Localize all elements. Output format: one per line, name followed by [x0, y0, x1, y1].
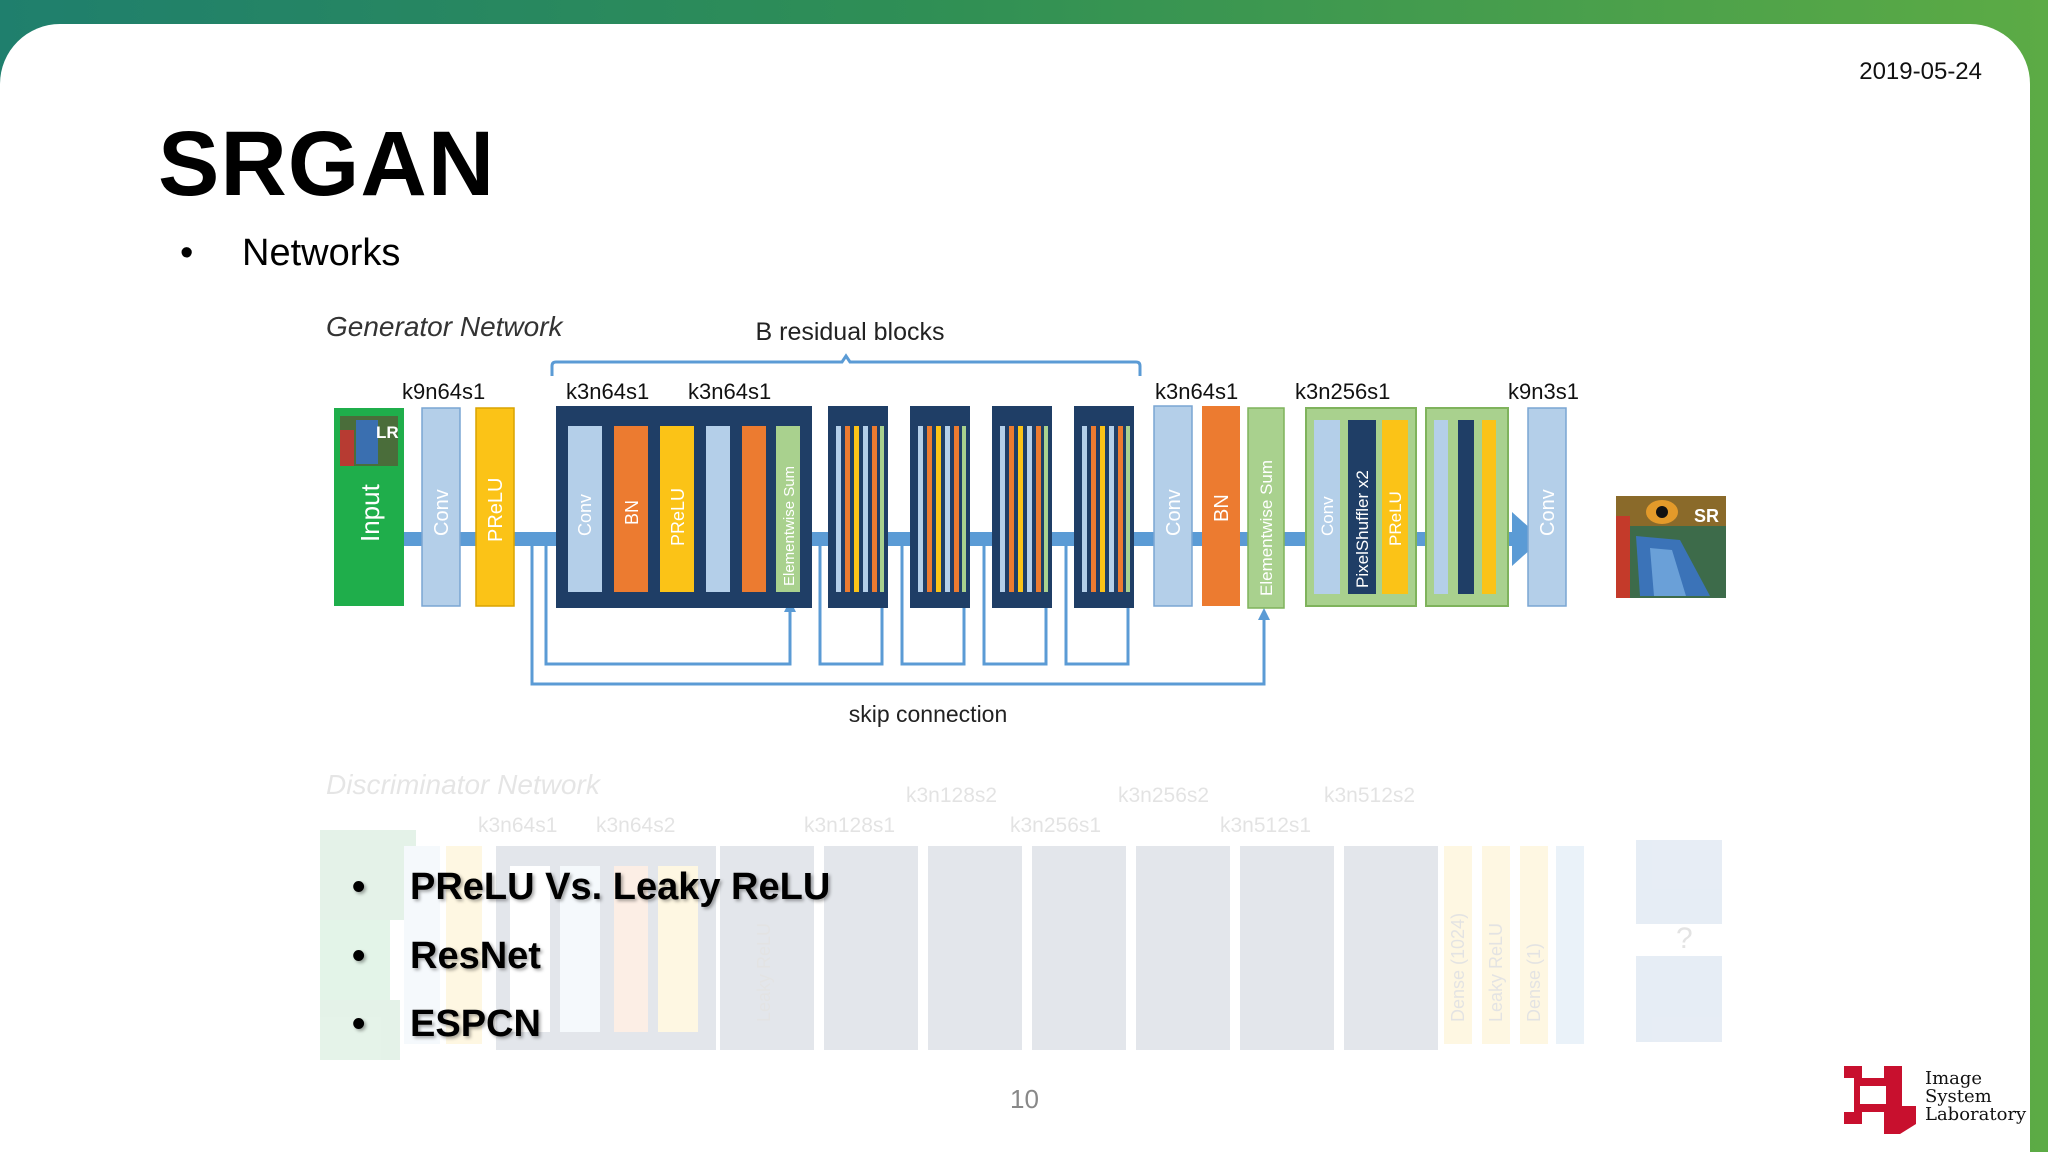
upsample2-pixelshuffler [1458, 420, 1474, 594]
disc-kernel-label: k3n256s1 [1010, 814, 1101, 837]
bullet-item: • PReLU Vs. Leaky ReLU [352, 866, 830, 909]
upsample-conv [1314, 420, 1340, 594]
res-conv-b [706, 426, 730, 592]
disc-kernel-label: k3n128s2 [906, 784, 997, 807]
isl-logo-icon [1844, 1066, 1916, 1134]
res-prelu-label: PReLU [668, 488, 688, 546]
residual-brace [550, 353, 1142, 376]
post-bn-layer [1202, 406, 1240, 606]
residual-skip-3 [900, 546, 966, 666]
post-conv-label: Conv [1163, 489, 1185, 536]
bullet-label: ESPCN [410, 1003, 541, 1045]
page-number: 10 [1010, 1084, 1039, 1114]
res-prelu [660, 426, 694, 592]
upsample-conv-label: Conv [1318, 496, 1337, 536]
output-sr-image [1616, 496, 1726, 598]
post-bn-label: BN [1211, 494, 1233, 522]
residual-blocks-label: B residual blocks [756, 318, 945, 346]
bullet-item: • ESPCN [352, 1003, 541, 1046]
input-layer-label: Input [355, 483, 385, 542]
pixelshuffler-label: PixelShuffler x2 [1353, 470, 1372, 588]
input-lr-image-red [340, 430, 354, 466]
bullet-dot: • [352, 935, 366, 977]
input-lr-label: LR [376, 423, 399, 442]
disc-dense-label: Dense (1024) [1448, 913, 1468, 1022]
residual-block-2 [828, 406, 888, 608]
residual-skip-inner [544, 546, 792, 666]
post-sum-layer [1247, 407, 1285, 609]
res-bn-a [614, 426, 648, 592]
output-sr-label: SR [1694, 506, 1719, 526]
slide-date: 2019-05-24 [1859, 58, 1982, 85]
networks-bullet: • Networks [180, 232, 400, 275]
res-conv-a-label: Conv [575, 494, 595, 536]
disc-kernel-label: k3n512s2 [1324, 784, 1415, 807]
residual-skip-5 [1064, 546, 1130, 666]
prelu-layer-1 [475, 407, 515, 607]
slide-title: SRGAN [158, 113, 496, 215]
generator-title: Generator Network [326, 311, 565, 342]
kernel-label-res2: k3n64s1 [688, 379, 771, 404]
kernel-label-post: k3n64s1 [1155, 379, 1238, 404]
disc-leaky-label: Leaky ReLU [754, 923, 774, 1022]
kernel-label-res1: k3n64s1 [566, 379, 649, 404]
conv-layer-1 [421, 407, 461, 607]
res-bn-b [742, 426, 766, 592]
disc-kernel-label: k3n256s2 [1118, 784, 1209, 807]
bullet-label: PReLU Vs. Leaky ReLU [410, 866, 831, 908]
disc-kernel-label: k3n64s2 [596, 814, 675, 837]
disc-kernel-label: k3n128s1 [804, 814, 895, 837]
disc-output-label: ? [1676, 922, 1693, 955]
res-bn-a-label: BN [622, 500, 642, 525]
bullet-label: Networks [242, 232, 401, 274]
disc-dense-label: Dense (1) [1524, 943, 1544, 1022]
bullet-dot: • [352, 1003, 366, 1045]
upsample-pixelshuffler [1348, 420, 1376, 594]
logo-line: Image [1925, 1068, 1983, 1089]
residual-skip-2 [818, 546, 884, 666]
skip-connection-arrow [1258, 608, 1270, 620]
bullet-item: • ResNet [352, 935, 541, 978]
discriminator-title: Discriminator Network [326, 769, 602, 800]
discriminator-network: Discriminator Network k3n64s1 k3n64s2 k3… [320, 769, 1722, 1060]
final-conv-layer [1527, 407, 1567, 607]
disc-kernel-label: k3n64s1 [478, 814, 557, 837]
residual-block-5 [1074, 406, 1134, 608]
logo-text: Image System Laboratory [1925, 1070, 2026, 1124]
bullet-dot: • [180, 232, 194, 274]
skip-connection-label: skip connection [849, 701, 1008, 727]
kernel-label-last: k9n3s1 [1508, 379, 1579, 404]
logo-line: System [1925, 1086, 1992, 1107]
bullet-dot: • [352, 866, 366, 908]
kernel-label-upsample: k3n256s1 [1295, 379, 1390, 404]
srgan-architecture-diagram: Generator Network B residual blocks k9n6… [320, 311, 1726, 1060]
kernel-label-first: k9n64s1 [402, 379, 485, 404]
res-sum-label: Elementwise Sum [781, 466, 798, 586]
res-conv-a [568, 426, 602, 592]
bullet-label: ResNet [410, 935, 541, 977]
residual-skip-4 [982, 546, 1048, 666]
residual-block-3 [910, 406, 970, 608]
logo-line: Laboratory [1925, 1104, 2027, 1125]
prelu-layer-1-label: PReLU [485, 478, 507, 542]
disc-dense-label: Leaky ReLU [1486, 923, 1506, 1022]
residual-block-4 [992, 406, 1052, 608]
disc-kernel-label: k3n512s1 [1220, 814, 1311, 837]
post-conv-layer [1153, 405, 1193, 607]
res-sum [776, 426, 800, 592]
conv-layer-1-label: Conv [431, 489, 453, 536]
upsample2-conv [1434, 420, 1448, 594]
input-lr-image-blue [356, 420, 378, 464]
upsample-prelu-label: PReLU [1386, 491, 1405, 546]
upsample-prelu [1382, 420, 1408, 594]
main-flow-arrowhead [1512, 512, 1542, 566]
upsample2-prelu [1482, 420, 1496, 594]
skip-connection-line [530, 546, 1266, 686]
final-conv-label: Conv [1537, 489, 1559, 536]
post-sum-label: Elementwise Sum [1257, 460, 1276, 596]
